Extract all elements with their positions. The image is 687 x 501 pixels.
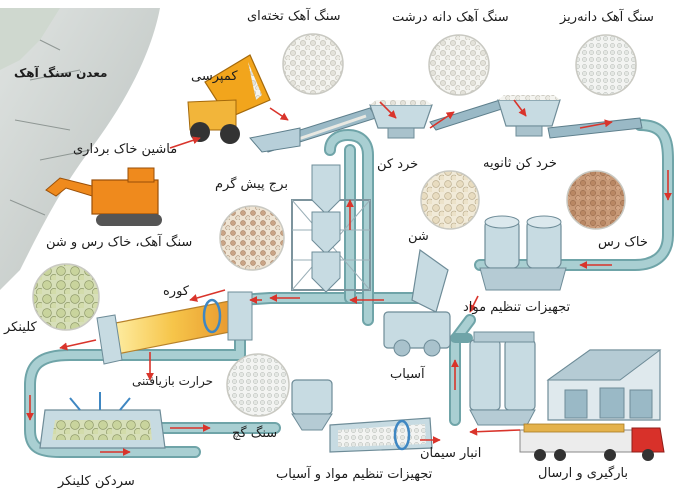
slab-limestone-label: سنگ آهک تخته‌ای — [247, 9, 341, 24]
quarry-cliff — [0, 8, 160, 290]
coarse-limestone-sample — [428, 34, 490, 96]
gypsum-sample — [226, 353, 290, 417]
process-pipe — [24, 119, 674, 458]
kiln-label: کوره — [163, 284, 189, 299]
excavator — [45, 167, 162, 226]
coarse-limestone-label: سنگ آهک دانه درشت — [392, 10, 509, 25]
cement-storage-label: انبار سیمان — [420, 446, 482, 461]
material-adjustment-label: تجهیزات تنظیم مواد — [463, 300, 571, 315]
hopper — [249, 127, 301, 153]
conveyor-belts — [261, 99, 643, 153]
fine-limestone-sample — [575, 34, 637, 96]
clay-sample — [566, 170, 626, 230]
crusher-machine — [369, 100, 433, 139]
mill-label: آسیاب — [390, 367, 425, 382]
clinker-label: کلینکر — [4, 320, 37, 335]
raw-mill-machine — [383, 248, 451, 357]
heat-recovery-label: حرارت بازیافتنی — [132, 374, 214, 388]
adjust-and-mill-label: تجهیزات تنظیم مواد و آسیاب — [276, 467, 433, 482]
slab-limestone-sample — [282, 33, 344, 95]
material-adjustment-silos — [479, 215, 567, 291]
sand-sample — [420, 170, 480, 230]
rotary-kiln — [96, 291, 253, 365]
preheat-tower-label: برج پیش گرم — [215, 177, 288, 192]
loading-shipping-label: بارگیری و ارسال — [538, 466, 629, 481]
raw-mix-sample — [219, 205, 285, 271]
clinker-sample — [32, 263, 100, 331]
dump-truck — [187, 54, 271, 144]
clay-label: خاک رس — [598, 235, 648, 250]
flow-arrows — [26, 99, 672, 456]
clinker-cooler — [39, 392, 166, 449]
quarry-label: معدن سنگ آهک — [14, 66, 108, 80]
sand-label: شن — [408, 229, 429, 244]
preheat-tower — [291, 164, 371, 293]
fine-limestone-label: سنگ آهک دانه‌ریز — [560, 10, 654, 25]
clinker-cooler-label: سردکن کلینکر — [58, 474, 135, 489]
limestone-clay-gravel-label: سنگ آهک، خاک رس و شن — [46, 235, 193, 250]
excavator-label: ماشین خاک برداری — [73, 142, 178, 157]
cement-storage-silos — [469, 331, 536, 426]
crusher-label: خرد کن — [377, 157, 419, 172]
dump-truck-label: کمپرسی — [191, 69, 238, 84]
secondary-crusher-label: خرد کن ثانویه — [483, 156, 557, 171]
secondary-crusher-machine — [497, 95, 561, 137]
cement-mill — [291, 379, 433, 453]
delivery-truck — [519, 423, 665, 461]
gypsum-label: سنگ گچ — [232, 426, 278, 441]
warehouse-building — [546, 349, 662, 421]
